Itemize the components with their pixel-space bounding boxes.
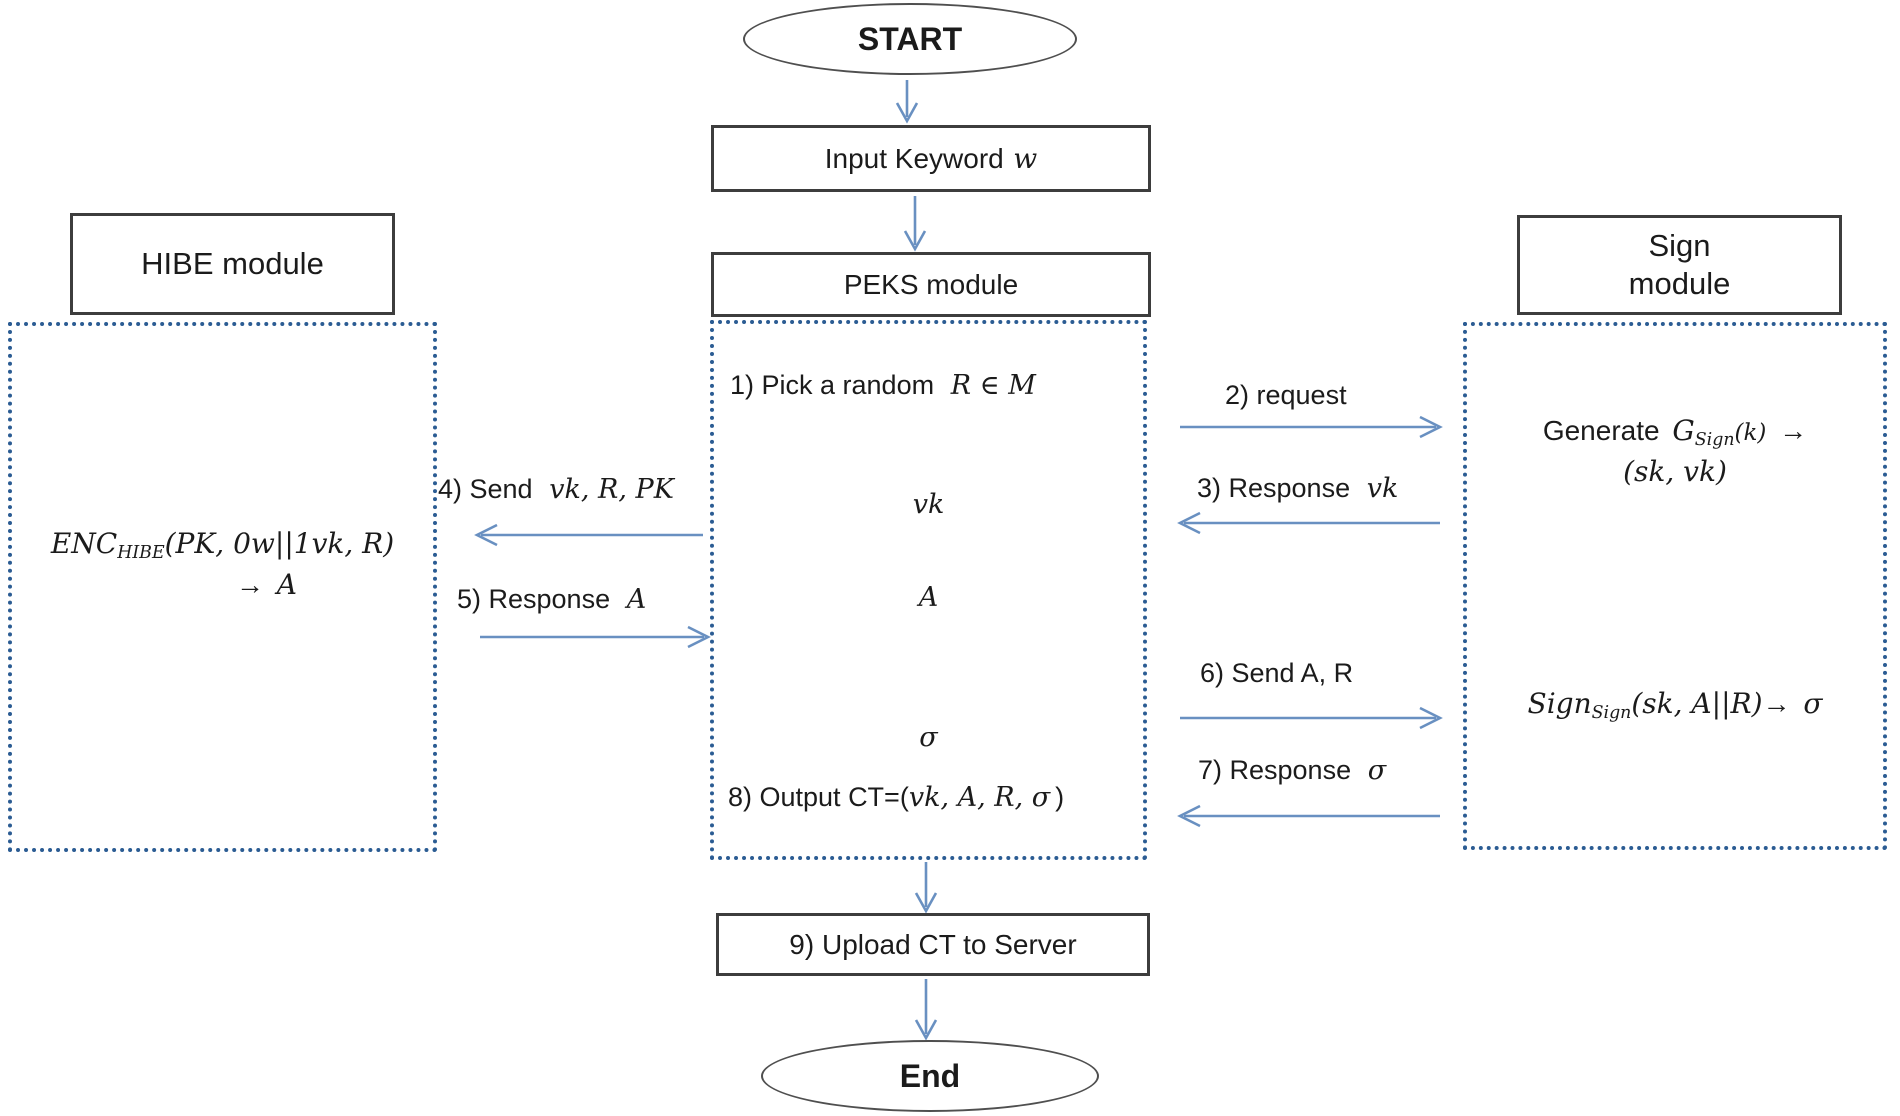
hibe-module-container: ENCHIBE(PK, 0w||1vk, R) → A (8, 322, 437, 852)
peks-var-a: A (918, 582, 939, 613)
arrow-request (1180, 415, 1443, 439)
peks-step1-math: R ∈ M (950, 370, 1036, 401)
sign-generate-formula: Generate GSign(k) → (sk, vk) (1467, 411, 1883, 492)
sign-module-container: Generate GSign(k) → (sk, vk) SignSign(sk… (1463, 322, 1887, 850)
arrow-start-to-input (895, 80, 919, 124)
sign-formula-result: σ (1803, 687, 1823, 720)
sign-generate-sub: Sign (1694, 429, 1735, 450)
edge-label-send-a-r-text: 6) Send A, R (1200, 658, 1354, 688)
sign-sign-formula: SignSign(sk, A||R)→ σ (1467, 684, 1883, 725)
arrow-upload-to-end (914, 979, 938, 1041)
input-keyword-math: w (1013, 142, 1038, 175)
hibe-formula-sub: HIBE (117, 542, 165, 563)
hibe-formula-arrow: → (235, 568, 264, 600)
hibe-formula-args: (PK, 0w||1vk, R) (164, 527, 395, 560)
edge-label-response-vk: 3) Response vk (1197, 473, 1398, 504)
arrow-response-a (480, 625, 711, 649)
sign-generate-result: (sk, vk) (1623, 454, 1727, 488)
hibe-formula-line1: ENCHIBE(PK, 0w||1vk, R) (12, 524, 433, 565)
edge-label-send-vk-r-pk: 4) Send vk, R, PK (438, 474, 674, 505)
hibe-formula-line2: → A (56, 565, 477, 606)
peks-step8-text: 8) Output CT=( (728, 782, 909, 812)
peks-step1: 1) Pick a random R ∈ M (730, 370, 1036, 401)
peks-step1-text: 1) Pick a random (730, 370, 935, 400)
input-keyword-text: Input Keyword (824, 142, 1004, 174)
sign-formula-args: (sk, A||R) (1631, 687, 1763, 720)
peks-module-container: 1) Pick a random R ∈ M vk A σ 8) Output … (710, 320, 1147, 860)
edge-label-response-sigma-math: σ (1367, 755, 1387, 786)
edge-label-request: 2) request (1225, 380, 1347, 411)
sign-generate-fn: G (1672, 414, 1695, 447)
edge-label-send-vk-r-pk-math: vk, R, PK (549, 474, 674, 505)
peks-step8-math: vk, A, R, σ (908, 782, 1051, 813)
hibe-module-title: HIBE module (141, 246, 324, 282)
edge-label-response-a-math: A (626, 584, 647, 615)
end-terminal: End (761, 1040, 1099, 1112)
sign-generate-text: Generate (1542, 415, 1660, 446)
sign-generate-line1: Generate GSign(k) → (1467, 411, 1883, 452)
sign-formula-arrow: → (1762, 688, 1791, 719)
peks-module-title: PEKS module (843, 268, 1019, 300)
input-keyword-box: Input Keyword w (711, 125, 1151, 192)
arrow-input-to-peks (903, 196, 927, 252)
end-label: End (899, 1057, 961, 1094)
edge-label-response-vk-text: 3) Response (1197, 473, 1351, 503)
edge-label-response-vk-math: vk (1366, 473, 1399, 504)
sign-module-title-line1: Sign (1648, 228, 1711, 264)
sign-module-header: Sign module (1517, 215, 1842, 315)
edge-label-response-a: 5) Response A (457, 584, 646, 615)
upload-ct-label: 9) Upload CT to Server (789, 928, 1077, 960)
arrow-send-vk-r-pk (474, 523, 703, 547)
hibe-module-header: HIBE module (70, 213, 395, 315)
sign-generate-line2: (sk, vk) (1467, 452, 1883, 493)
peks-var-vk: vk (912, 489, 945, 520)
edge-label-response-sigma: 7) Response σ (1198, 755, 1386, 786)
peks-step8: 8) Output CT=(vk, A, R, σ) (728, 782, 1064, 813)
start-label: START (857, 20, 963, 57)
edge-label-request-text: 2) request (1225, 380, 1347, 410)
sign-formula-fn: Sign (1527, 687, 1592, 720)
arrow-response-sigma (1177, 804, 1440, 828)
sign-generate-args: (k) (1734, 420, 1767, 446)
sign-formula-sub: Sign (1591, 702, 1632, 723)
edge-label-response-sigma-text: 7) Response (1198, 755, 1352, 785)
hibe-formula-fn: ENC (50, 527, 118, 560)
arrow-send-a-r (1180, 706, 1443, 730)
start-terminal: START (743, 3, 1077, 75)
hibe-formula-result: A (276, 567, 298, 601)
edge-label-send-a-r: 6) Send A, R (1200, 658, 1353, 689)
hibe-formula: ENCHIBE(PK, 0w||1vk, R) → A (12, 524, 433, 605)
peks-module-header: PEKS module (711, 252, 1151, 317)
sign-generate-arrow: → (1779, 415, 1808, 446)
arrow-peks-to-upload (914, 862, 938, 914)
sign-module-title-line2: module (1628, 266, 1731, 301)
upload-ct-box: 9) Upload CT to Server (716, 913, 1150, 976)
sign-module-title: Sign module (1629, 227, 1731, 303)
arrow-response-vk (1177, 511, 1440, 535)
peks-step8-suffix: ) (1055, 782, 1065, 812)
peks-var-sigma: σ (919, 722, 938, 753)
edge-label-response-a-text: 5) Response (457, 584, 611, 614)
edge-label-send-vk-r-pk-text: 4) Send (438, 474, 533, 504)
